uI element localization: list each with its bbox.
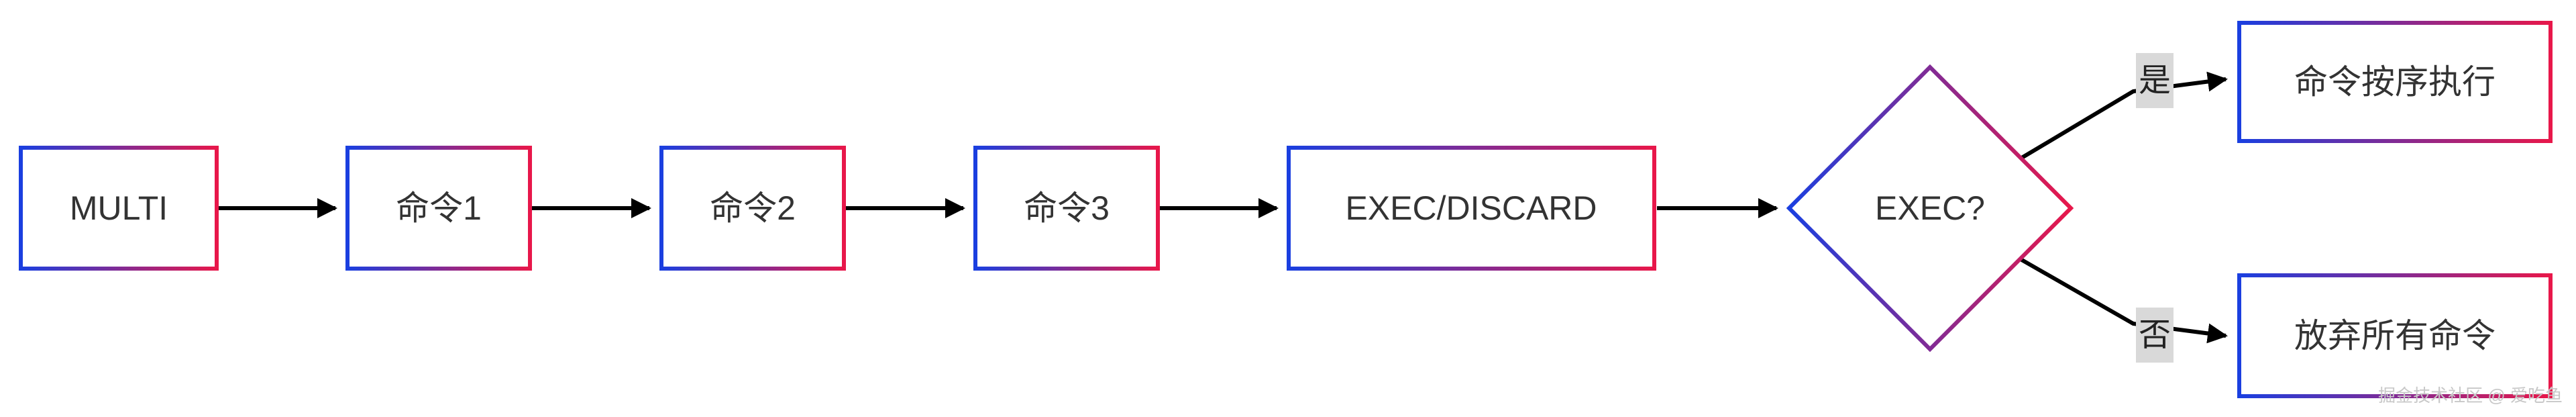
node-cmd2: 命令2 <box>659 146 846 271</box>
node-discard-all: 放弃所有命令 <box>2237 273 2553 398</box>
edge-label-yes-text: 是 <box>2139 63 2171 99</box>
node-exec-decision: EXEC? <box>1786 64 2074 353</box>
node-discard-all-label: 放弃所有命令 <box>2294 317 2496 355</box>
node-multi-label: MULTI <box>70 189 168 227</box>
node-execute-in-order-label: 命令按序执行 <box>2294 63 2496 101</box>
watermark: 掘金技术社区 @ 爱吃鱼 <box>2378 385 2563 406</box>
node-exec-discard: EXEC/DISCARD <box>1287 146 1656 271</box>
edge-label-no-text: 否 <box>2139 318 2171 353</box>
node-exec-discard-label: EXEC/DISCARD <box>1345 189 1597 227</box>
edge-label-no: 否 <box>2136 308 2174 363</box>
node-cmd1: 命令1 <box>345 146 532 271</box>
edge-label-yes: 是 <box>2136 53 2174 108</box>
node-cmd3: 命令3 <box>973 146 1160 271</box>
node-exec-decision-label: EXEC? <box>1875 189 1985 227</box>
edges <box>217 71 2228 344</box>
edge-decision-yes <box>2019 71 2228 160</box>
node-cmd3-label: 命令3 <box>1024 189 1110 227</box>
edge-decision-no <box>2019 257 2228 344</box>
node-execute-in-order: 命令按序执行 <box>2237 21 2553 143</box>
node-cmd1-label: 命令1 <box>396 189 482 227</box>
node-cmd2-label: 命令2 <box>710 189 796 227</box>
node-multi: MULTI <box>19 146 219 271</box>
